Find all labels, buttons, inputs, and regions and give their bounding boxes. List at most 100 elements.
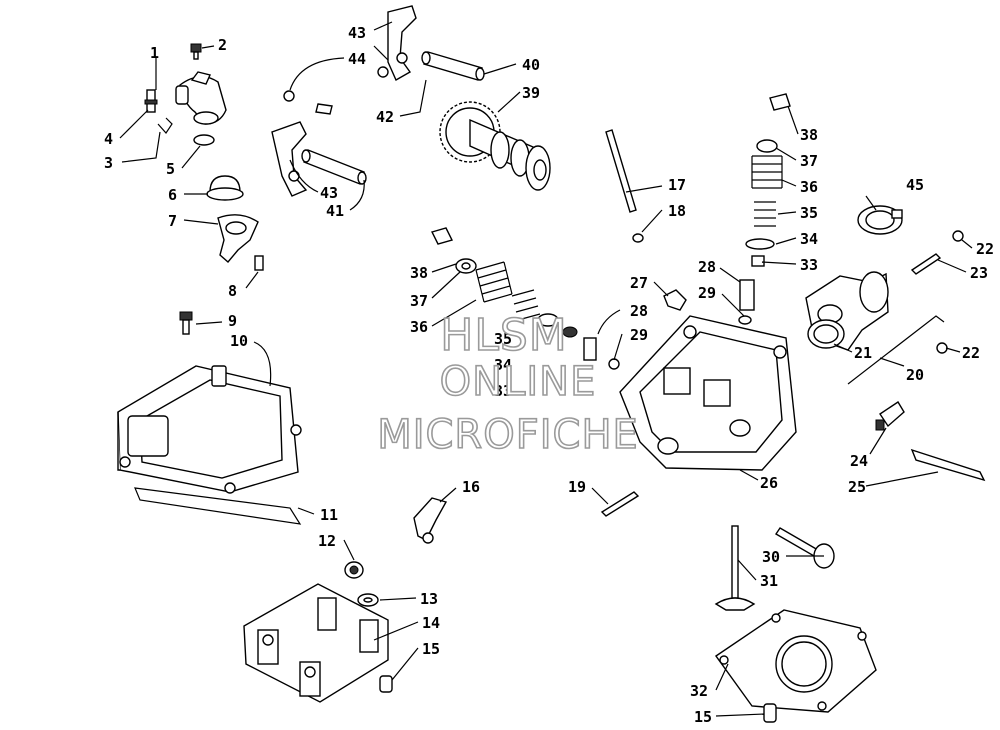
valve-cover-gasket xyxy=(134,487,302,525)
bolt-9 xyxy=(179,311,193,335)
callout-28-left: 28 xyxy=(630,302,648,320)
screw-2 xyxy=(190,43,202,60)
o-ring-5 xyxy=(193,134,215,146)
seat-34-left xyxy=(537,313,559,327)
callout-43-upper: 43 xyxy=(348,24,366,42)
thermostat-housing-elbow xyxy=(175,71,227,125)
seal-33-left xyxy=(562,326,578,338)
spring-36-left xyxy=(475,261,513,303)
callout-35-right: 35 xyxy=(800,204,818,222)
callout-34-left: 34 xyxy=(494,356,512,374)
spring-35-left xyxy=(511,289,541,321)
seat-34-right xyxy=(745,238,775,250)
callout-43-lower: 43 xyxy=(320,184,338,202)
intake-gasket-21 xyxy=(807,319,845,349)
valve-31 xyxy=(714,525,756,611)
callout-37-right: 37 xyxy=(800,152,818,170)
valve-30 xyxy=(775,527,835,569)
heat-shield-25 xyxy=(910,448,986,482)
leader-lines xyxy=(119,21,973,717)
thermostat-6 xyxy=(206,175,244,201)
guide-28-left xyxy=(583,337,597,361)
clamp-45 xyxy=(857,205,903,235)
callout-29-right: 29 xyxy=(698,284,716,302)
sender-24 xyxy=(875,401,905,431)
callout-3: 3 xyxy=(104,154,113,172)
callout-26: 26 xyxy=(760,474,778,492)
rocker-arm-lower xyxy=(271,121,308,197)
breather-16 xyxy=(413,497,448,544)
rocker-shaft-40 xyxy=(421,51,485,81)
callout-39: 39 xyxy=(522,84,540,102)
washer-18 xyxy=(632,233,644,243)
callout-33-right: 33 xyxy=(800,256,818,274)
head-gasket-32 xyxy=(715,609,877,713)
callout-31: 31 xyxy=(760,572,778,590)
callout-42: 42 xyxy=(376,108,394,126)
callout-34-right: 34 xyxy=(800,230,818,248)
callout-30: 30 xyxy=(762,548,780,566)
callout-20: 20 xyxy=(906,366,924,384)
oring-29-right xyxy=(738,315,752,325)
stud-17 xyxy=(605,129,637,213)
dowel-15a xyxy=(379,675,393,693)
callout-14: 14 xyxy=(422,614,440,632)
watermark-line-1: HLSM xyxy=(440,310,568,361)
callout-11: 11 xyxy=(320,506,338,524)
rocker-shaft-41 xyxy=(301,149,367,185)
adjust-screw-42 xyxy=(315,103,333,115)
callout-22-lower: 22 xyxy=(962,344,980,362)
keeper-38-right xyxy=(769,93,791,111)
temp-sensor-4 xyxy=(144,89,158,113)
keeper-38-left xyxy=(430,227,454,245)
valve-cover xyxy=(117,365,302,494)
bolt-8 xyxy=(254,255,264,271)
retainer-37-left xyxy=(455,258,477,274)
callout-35-left: 35 xyxy=(494,330,512,348)
callout-36-right: 36 xyxy=(800,178,818,196)
callout-25: 25 xyxy=(848,478,866,496)
callout-23: 23 xyxy=(970,264,988,282)
watermark: HLSM ONLINE MICROFICHE xyxy=(376,309,639,459)
callout-1: 1 xyxy=(150,44,159,62)
washer-13 xyxy=(357,593,379,607)
thermostat-cover-7 xyxy=(217,214,259,263)
callout-19: 19 xyxy=(568,478,586,496)
callout-8: 8 xyxy=(228,282,237,300)
callout-18: 18 xyxy=(668,202,686,220)
callout-9: 9 xyxy=(228,312,237,330)
spring-36-right xyxy=(751,155,783,189)
callout-41: 41 xyxy=(326,202,344,220)
seal-33-right xyxy=(751,255,765,267)
callout-15-lower: 15 xyxy=(694,708,712,726)
guide-28-right xyxy=(739,279,755,311)
callout-10: 10 xyxy=(230,332,248,350)
callout-4: 4 xyxy=(104,130,113,148)
dowel-15b xyxy=(763,703,777,723)
watermark-line-3: MICROFICHE xyxy=(377,412,639,458)
callout-15-upper: 15 xyxy=(422,640,440,658)
callout-2: 2 xyxy=(218,36,227,54)
callout-45: 45 xyxy=(906,176,924,194)
stud-23 xyxy=(910,253,942,275)
callout-24: 24 xyxy=(850,452,868,470)
callout-21: 21 xyxy=(854,344,872,362)
callout-13: 13 xyxy=(420,590,438,608)
watermark-line-2: ONLINE xyxy=(440,359,597,405)
callout-27: 27 xyxy=(630,274,648,292)
camshaft-39 xyxy=(439,101,551,191)
callout-38-left: 38 xyxy=(410,264,428,282)
nut-12 xyxy=(344,561,364,579)
plug-27 xyxy=(663,289,687,311)
callout-12: 12 xyxy=(318,532,336,550)
nut-44 xyxy=(377,66,389,78)
callout-32: 32 xyxy=(690,682,708,700)
spring-35-right xyxy=(754,201,776,227)
callout-40: 40 xyxy=(522,56,540,74)
callout-22-upper: 22 xyxy=(976,240,994,258)
sensor-clip-3 xyxy=(157,117,173,134)
callout-44: 44 xyxy=(348,50,366,68)
retainer-37-right xyxy=(756,139,778,153)
cylinder-head xyxy=(619,315,797,471)
